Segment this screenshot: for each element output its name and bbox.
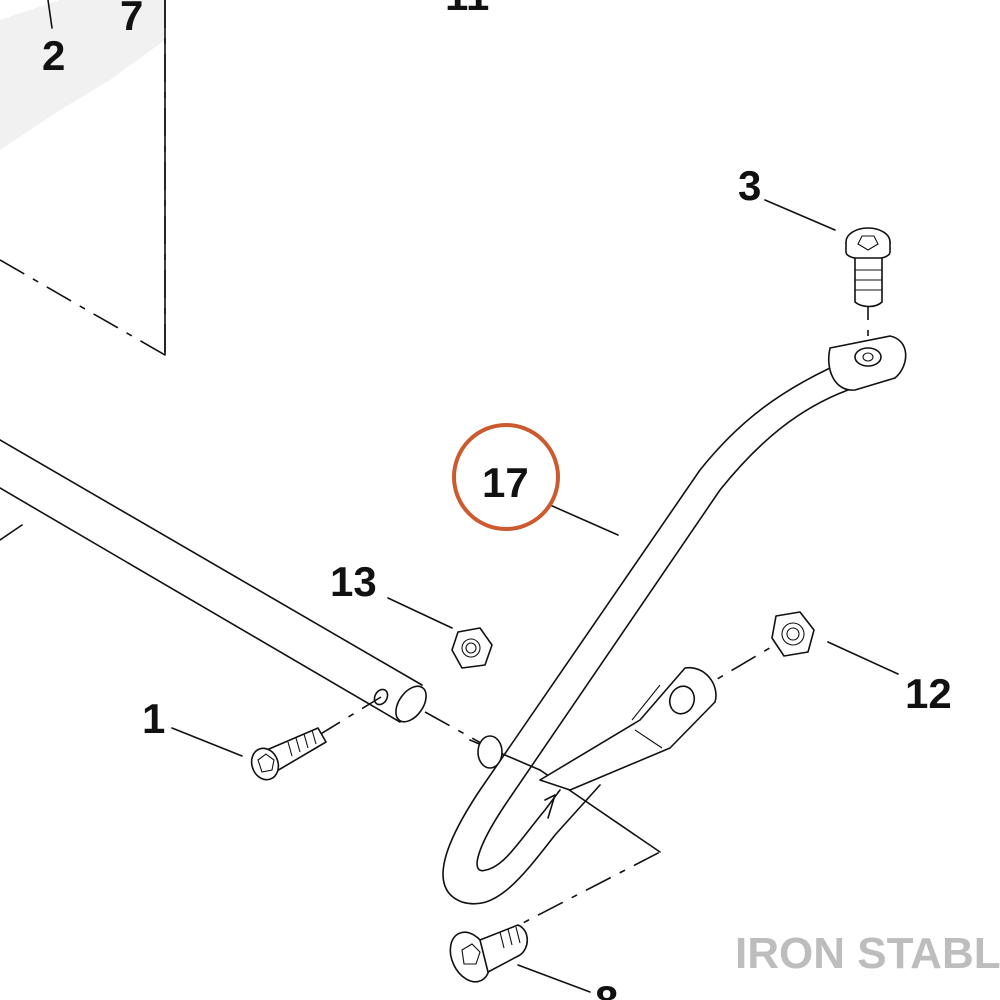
- background-stripe: [0, 0, 165, 150]
- callout-17: 17: [482, 459, 529, 506]
- highlight-circle: [452, 423, 560, 531]
- axis-line-bolt8: [489, 851, 661, 941]
- tubular-bracket: [442, 335, 907, 905]
- bolt-8: [449, 924, 529, 983]
- nut-12: [771, 611, 815, 657]
- callout-13: 13: [330, 558, 377, 605]
- watermark-text: IRON STABLE: [735, 929, 1000, 978]
- bolt-1: [250, 727, 327, 781]
- axis-line-tube: [424, 711, 491, 749]
- cross-tube: [0, 439, 427, 723]
- callout-11: 11: [445, 0, 489, 19]
- callout-1: 1: [142, 695, 165, 742]
- callout-7: 7: [120, 0, 143, 39]
- callout-3: 3: [738, 162, 761, 209]
- bolt-3: [845, 227, 891, 308]
- callout-2: 2: [42, 32, 65, 79]
- callout-8: 8: [595, 977, 618, 1000]
- nut-13: [451, 627, 493, 669]
- panel-outline: [0, 0, 166, 356]
- leader-lines: [171, 199, 899, 993]
- callout-12: 12: [905, 670, 952, 717]
